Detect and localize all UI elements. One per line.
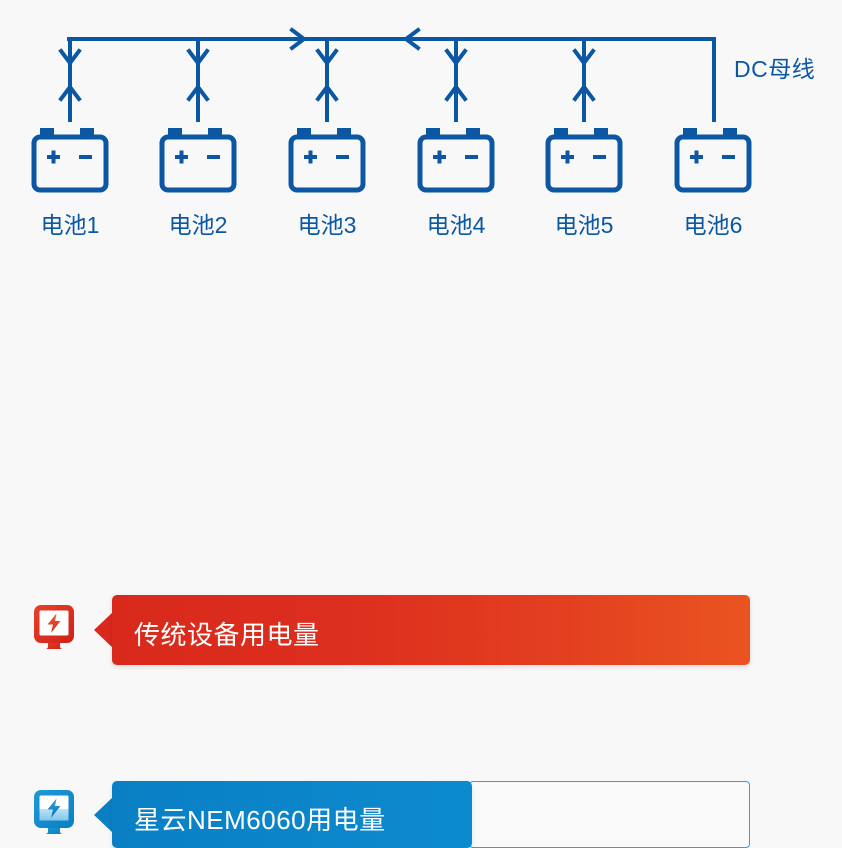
battery-icon-5 — [545, 128, 623, 193]
chevron-down-battery-3 — [315, 48, 339, 67]
battery-icon-1 — [31, 128, 109, 193]
battery-label-4: 电池4 — [426, 212, 486, 238]
dc-bus-label: DC母线 — [734, 56, 816, 82]
bus-schematic-svg — [31, 27, 752, 193]
battery-label-6: 电池6 — [683, 212, 743, 238]
chevron-down-battery-4 — [444, 48, 468, 67]
chevron-up-battery-1 — [58, 83, 82, 102]
bar-label-nebula: 星云NEM6060用电量 — [134, 805, 386, 835]
device-bolt-blue-icon — [31, 788, 77, 836]
bus-arrow-right-icon — [289, 27, 308, 51]
chevron-up-battery-2 — [186, 83, 210, 102]
chevron-up-battery-5 — [572, 83, 596, 102]
battery-label-3: 电池3 — [297, 212, 357, 238]
battery-icon-3 — [288, 128, 366, 193]
bar-label-traditional: 传统设备用电量 — [134, 620, 320, 650]
battery-icon-4 — [417, 128, 495, 193]
battery-icon-2 — [159, 128, 237, 193]
consumption-row-traditional: 传统设备用电量 — [0, 295, 842, 665]
chevron-down-battery-1 — [58, 48, 82, 67]
battery-label-2: 电池2 — [168, 212, 228, 238]
chevron-up-battery-4 — [444, 83, 468, 102]
battery-label-5: 电池5 — [554, 212, 614, 238]
dc-bus-diagram: DC母线 电池1 电池2 电池3 电池4 电池5 电池6 — [0, 0, 842, 260]
battery-glyph-group — [31, 128, 752, 193]
battery-label-1: 电池1 — [40, 212, 100, 238]
battery-icon-6 — [674, 128, 752, 193]
bus-arrow-left-icon — [402, 27, 421, 51]
consumption-row-nebula: 星云NEM6060用电量 — [0, 388, 842, 848]
device-bolt-red-icon — [31, 603, 77, 651]
chevron-down-battery-2 — [186, 48, 210, 67]
bar-track-nebula — [469, 781, 750, 848]
bar-pointer-traditional — [94, 612, 113, 648]
chevron-up-battery-3 — [315, 83, 339, 102]
chevron-down-battery-5 — [572, 48, 596, 67]
bar-pointer-nebula — [94, 797, 113, 833]
